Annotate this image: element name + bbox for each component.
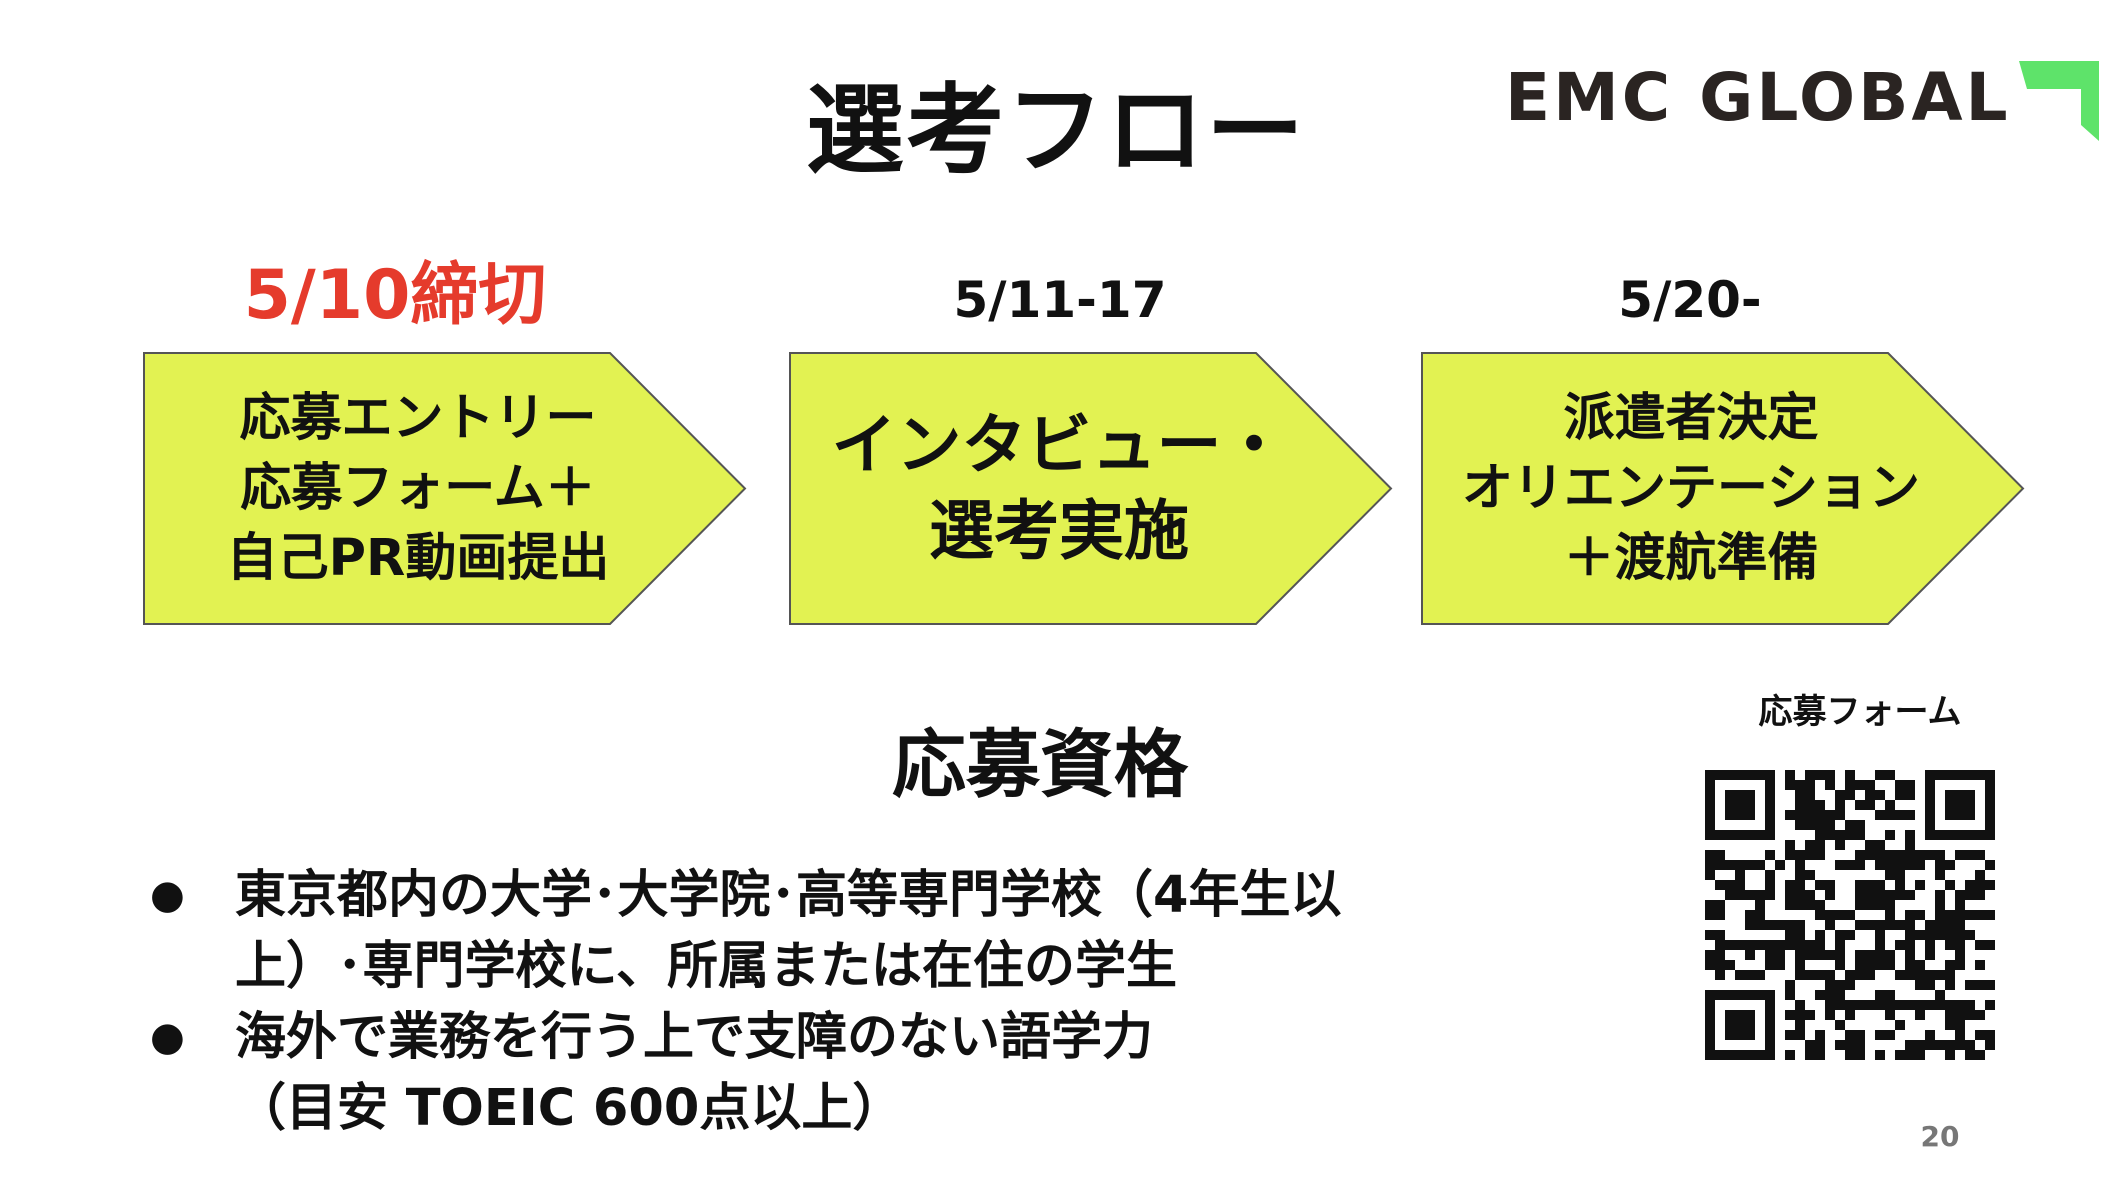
requirements-list: ● 東京都内の大学･大学院･高等専門学校（4年生以 上）･専門学校に、所属または… bbox=[150, 860, 1550, 1144]
stage-1-line: 自己PR動画提出 bbox=[226, 528, 610, 588]
flow-stage-entry: 応募エントリー 応募フォーム＋ 自己PR動画提出 bbox=[143, 352, 747, 625]
page-number: 20 bbox=[1920, 1120, 1960, 1153]
stage-3-line: 派遣者決定 bbox=[1563, 388, 1819, 448]
chevron-arrow-shape bbox=[1421, 352, 2025, 625]
chevron-arrow-shape bbox=[143, 352, 747, 625]
stage-2-text: インタビュー・ 選考実施 bbox=[789, 352, 1329, 625]
section-title: 応募資格 bbox=[892, 722, 1188, 808]
requirement-item: ● 東京都内の大学･大学院･高等専門学校（4年生以 上）･専門学校に、所属または… bbox=[150, 860, 1550, 1002]
requirement-line: 東京都内の大学･大学院･高等専門学校（4年生以 bbox=[235, 866, 1342, 925]
company-logo: EMC GLOBAL bbox=[1505, 55, 2105, 155]
flow-stage-interview: インタビュー・ 選考実施 bbox=[789, 352, 1393, 625]
stage-1-line: 応募フォーム＋ bbox=[240, 458, 596, 518]
stage-1-date: 5/10締切 bbox=[243, 256, 547, 335]
qr-code-icon[interactable] bbox=[1705, 770, 1995, 1060]
qr-label: 応募フォーム bbox=[1758, 692, 1962, 732]
stage-1-line: 応募エントリー bbox=[239, 388, 597, 448]
bullet-icon: ● bbox=[150, 1014, 185, 1060]
requirement-line: （目安 TOEIC 600点以上） bbox=[235, 1079, 904, 1138]
stage-3-line: ＋渡航準備 bbox=[1563, 528, 1819, 588]
stage-3-date: 5/20- bbox=[1618, 271, 1762, 329]
stage-3-line: オリエンテーション bbox=[1462, 458, 1920, 518]
requirement-line: 上）･専門学校に、所属または在住の学生 bbox=[235, 937, 1177, 996]
stage-3-text: 派遣者決定 オリエンテーション ＋渡航準備 bbox=[1421, 352, 1961, 625]
chevron-arrow-shape bbox=[789, 352, 1393, 625]
requirement-item: ● 海外で業務を行う上で支障のない語学力 （目安 TOEIC 600点以上） bbox=[150, 1002, 1550, 1144]
flow-stage-decision: 派遣者決定 オリエンテーション ＋渡航準備 bbox=[1421, 352, 2025, 625]
stage-2-date: 5/11-17 bbox=[953, 271, 1167, 329]
stage-2-line: インタビュー・ bbox=[831, 407, 1287, 483]
stage-2-line: 選考実施 bbox=[928, 493, 1189, 569]
page-title: 選考フロー bbox=[805, 74, 1306, 188]
logo-text: EMC GLOBAL bbox=[1505, 59, 2011, 136]
stage-1-text: 応募エントリー 応募フォーム＋ 自己PR動画提出 bbox=[143, 352, 693, 625]
requirement-line: 海外で業務を行う上で支障のない語学力 bbox=[235, 1008, 1154, 1067]
arrow-up-right-icon bbox=[2019, 61, 2099, 141]
bullet-icon: ● bbox=[150, 872, 185, 918]
